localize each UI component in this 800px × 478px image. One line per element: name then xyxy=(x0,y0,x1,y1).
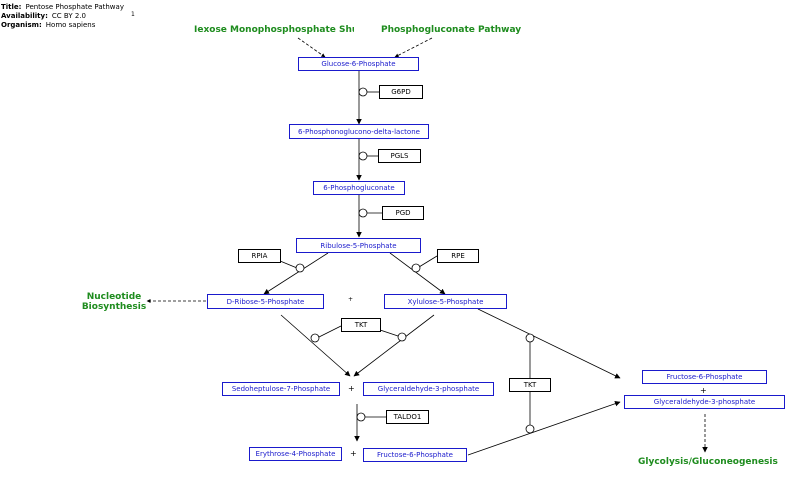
x5p-to-f6p-edge xyxy=(477,308,621,379)
phosphogluconate-to-g6p-edge xyxy=(394,37,433,58)
pathway-label-glycolysis[interactable]: Glycolysis/Gluconeogenesis xyxy=(638,457,778,467)
pathway-label-nucleotide-line1: Nucleotide xyxy=(86,292,142,302)
tkt-b-catalysis-node-bottom xyxy=(525,424,535,434)
plus-sign-s7p-g3p: + xyxy=(348,384,355,393)
ru5p-to-r5p-edge xyxy=(263,252,329,295)
metabolite-glyceraldehyde-3-phosphate-b[interactable]: Glyceraldehyde-3-phosphate xyxy=(624,395,785,409)
metabolite-erythrose-4-phosphate[interactable]: Erythrose-4-Phosphate xyxy=(249,447,342,461)
tkt-a-catalysis-node-right xyxy=(397,332,407,342)
metabolite-6-phosphogluconate[interactable]: 6-Phosphogluconate xyxy=(313,181,405,195)
meta-availability-row: Availability:CC BY 2.0 xyxy=(1,12,86,21)
metabolite-fructose-6-phosphate-b[interactable]: Fructose-6-Phosphate xyxy=(642,370,767,384)
hexose-to-g6p-edge xyxy=(297,37,326,58)
pathway-label-nucleotide-line2: Biosynthesis xyxy=(81,302,147,312)
metabolite-xylulose-5-phosphate[interactable]: Xylulose-5-Phosphate xyxy=(384,294,507,309)
meta-footnote: 1 xyxy=(131,11,135,18)
meta-organism-value: Homo sapiens xyxy=(45,21,96,29)
rpe-catalysis-line xyxy=(418,255,438,268)
f6p-to-g3p-edge xyxy=(467,401,621,456)
g6pd-catalysis-node xyxy=(358,87,368,97)
metabolite-6-phosphonoglucono-delta-lactone[interactable]: 6-Phosphonoglucono-delta-lactone xyxy=(289,124,429,139)
enzyme-pgls[interactable]: PGLS xyxy=(378,149,421,163)
pathway-label-phosphogluconate[interactable]: Phosphogluconate Pathway xyxy=(381,25,522,35)
metabolite-glyceraldehyde-3-phosphate-a[interactable]: Glyceraldehyde-3-phosphate xyxy=(363,382,494,396)
metabolite-fructose-6-phosphate-a[interactable]: Fructose-6-Phosphate xyxy=(363,448,467,462)
r5p-to-s7p-edge xyxy=(280,314,351,377)
tkt-a-catalysis-line-left xyxy=(318,325,342,338)
pathway-label-nucleotide-biosynthesis[interactable]: Nucleotide Biosynthesis xyxy=(80,292,148,312)
enzyme-g6pd[interactable]: G6PD xyxy=(379,85,423,99)
meta-availability-value: CC BY 2.0 xyxy=(51,12,86,20)
ru5p-to-x5p-edge xyxy=(389,252,446,295)
meta-title-label: Title: xyxy=(1,3,22,11)
rpia-catalysis-node xyxy=(295,263,305,273)
pgls-catalysis-node xyxy=(358,151,368,161)
tkt-b-catalysis-node-top xyxy=(525,333,535,343)
metabolite-sedoheptulose-7-phosphate[interactable]: Sedoheptulose-7-Phosphate xyxy=(222,382,340,396)
meta-title-value: Pentose Phosphate Pathway xyxy=(25,3,124,11)
plus-sign-e4p-f6p: + xyxy=(350,449,357,458)
meta-organism-label: Organism: xyxy=(1,21,42,29)
meta-organism-row: Organism:Homo sapiens xyxy=(1,21,95,30)
enzyme-rpia[interactable]: RPIA xyxy=(238,249,281,263)
enzyme-taldo1[interactable]: TALDO1 xyxy=(386,410,429,424)
pgd-catalysis-node xyxy=(358,208,368,218)
plus-sign-r5p-x5p: + xyxy=(348,296,354,303)
rpe-catalysis-node xyxy=(411,263,421,273)
taldo1-catalysis-node xyxy=(356,412,366,422)
enzyme-rpe[interactable]: RPE xyxy=(437,249,479,263)
plus-sign-f6p-g3p: + xyxy=(700,386,707,395)
enzyme-tkt-a[interactable]: TKT xyxy=(341,318,381,332)
enzyme-tkt-b[interactable]: TKT xyxy=(509,378,551,392)
enzyme-pgd[interactable]: PGD xyxy=(382,206,424,220)
pathway-label-hexose-shunt[interactable]: Iexose Monophosphosphate Shun xyxy=(194,25,354,35)
meta-availability-label: Availability: xyxy=(1,12,48,20)
x5p-to-g3p-edge xyxy=(353,314,435,377)
metabolite-glucose-6-phosphate[interactable]: Glucose-6-Phosphate xyxy=(298,57,419,71)
tkt-a-catalysis-node-left xyxy=(310,333,320,343)
metabolite-d-ribose-5-phosphate[interactable]: D-Ribose-5-Phosphate xyxy=(207,294,324,309)
meta-title-row: Title:Pentose Phosphate Pathway xyxy=(1,3,124,12)
metabolite-ribulose-5-phosphate[interactable]: Ribulose-5-Phosphate xyxy=(296,238,421,253)
